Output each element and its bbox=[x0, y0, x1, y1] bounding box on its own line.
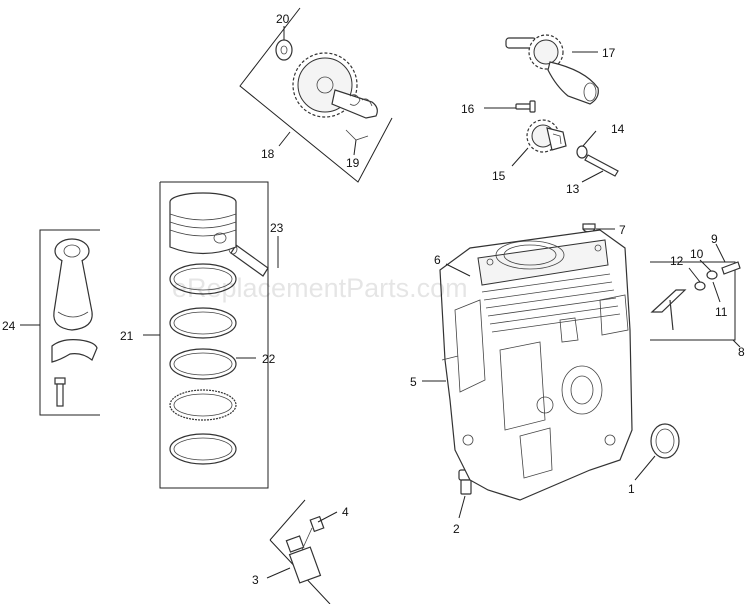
group-frames bbox=[39, 7, 736, 604]
callout-22: 22 bbox=[262, 352, 276, 366]
callout-2: 2 bbox=[453, 522, 460, 536]
piston-rings-part bbox=[169, 263, 237, 465]
camshaft-group-frame bbox=[239, 7, 393, 183]
connecting-rod-part bbox=[51, 238, 98, 407]
callout-24: 24 bbox=[2, 319, 16, 333]
governor-gear-part bbox=[526, 119, 567, 153]
piston-pin-part bbox=[228, 243, 269, 277]
callout-21: 21 bbox=[120, 329, 134, 343]
oil-seal-part bbox=[650, 423, 680, 459]
camshaft-washer-part bbox=[275, 39, 293, 61]
camshaft-gear-part bbox=[292, 52, 378, 119]
governor-gear-shaft-part bbox=[584, 154, 619, 177]
callout-13: 13 bbox=[566, 182, 580, 196]
callout-23: 23 bbox=[270, 221, 284, 235]
callout-1: 1 bbox=[628, 482, 635, 496]
callouts: 1 2 3 4 5 6 7 8 9 10 11 12 13 14 15 16 1… bbox=[2, 12, 745, 587]
callout-6: 6 bbox=[434, 253, 441, 267]
governor-washer-part bbox=[576, 145, 588, 159]
governor-shaft-part bbox=[505, 34, 599, 105]
callout-16: 16 bbox=[461, 102, 475, 116]
connecting-rod-group-frame bbox=[39, 229, 100, 416]
callout-10: 10 bbox=[690, 247, 704, 261]
callout-12: 12 bbox=[670, 254, 684, 268]
crankcase-part bbox=[439, 229, 633, 501]
callout-15: 15 bbox=[492, 169, 506, 183]
callout-4: 4 bbox=[342, 505, 349, 519]
breather-group-frame bbox=[650, 261, 736, 341]
breather-parts bbox=[650, 261, 741, 331]
callout-19: 19 bbox=[346, 156, 360, 170]
callout-14: 14 bbox=[611, 122, 625, 136]
callout-18: 18 bbox=[261, 147, 275, 161]
callout-20: 20 bbox=[276, 12, 290, 26]
cam-spring-pin-part bbox=[345, 129, 369, 141]
callout-8: 8 bbox=[738, 345, 745, 359]
governor-screw-part bbox=[515, 100, 536, 113]
oil-sensor-part bbox=[285, 515, 325, 584]
sensor-group-frame-b bbox=[269, 499, 306, 541]
callout-11: 11 bbox=[715, 305, 728, 319]
watermark: eReplacementParts.com bbox=[172, 273, 468, 303]
callout-7: 7 bbox=[619, 223, 626, 237]
piston-group-frame bbox=[159, 181, 269, 489]
leader-lines bbox=[20, 26, 741, 579]
callout-9: 9 bbox=[711, 232, 718, 246]
piston-part bbox=[169, 192, 237, 255]
callout-5: 5 bbox=[410, 375, 417, 389]
callout-3: 3 bbox=[252, 573, 259, 587]
callout-17: 17 bbox=[602, 46, 616, 60]
